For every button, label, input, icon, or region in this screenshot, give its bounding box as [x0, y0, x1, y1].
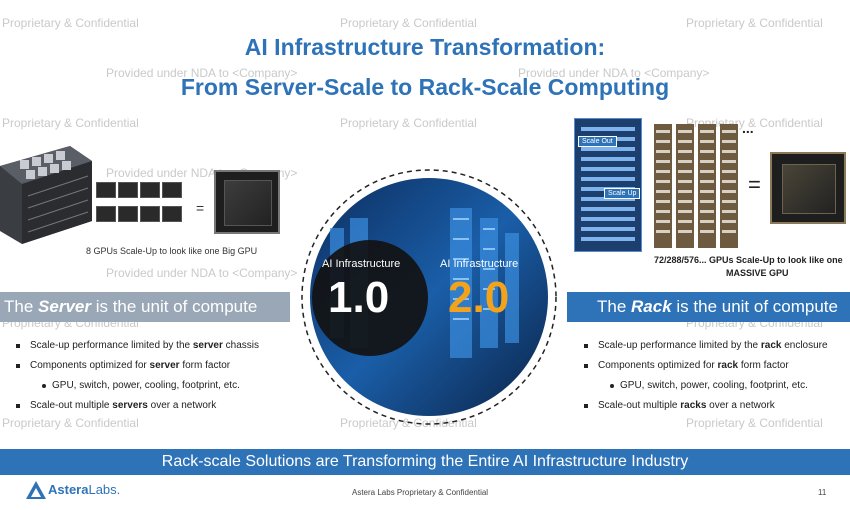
ellipsis: ...	[742, 120, 754, 136]
logo-triangle-icon	[26, 481, 46, 499]
equals-sign: =	[748, 172, 761, 197]
infra-2-label: AI Infrastructure	[440, 258, 519, 270]
scale-out-badge: Scale Out	[578, 136, 617, 147]
infra-2-value: 2.0	[448, 273, 510, 322]
rack-header: The Rack is the unit of compute	[567, 292, 850, 322]
massive-gpu-image	[770, 152, 846, 224]
list-item: Scale-out multiple racks over a network	[580, 400, 850, 412]
server-header: The Server is the unit of compute	[0, 292, 290, 322]
big-gpu-image	[214, 170, 280, 234]
racks-row-image	[654, 124, 738, 248]
slide-title-line2: From Server-Scale to Rack-Scale Computin…	[180, 74, 670, 100]
server-chassis-image	[0, 146, 92, 246]
footer-confidential: Astera Labs Proprietary & Confidential	[352, 488, 489, 497]
watermark: Proprietary & Confidential	[2, 116, 139, 130]
watermark: Proprietary & Confidential	[340, 116, 477, 130]
scale-up-badge: Scale Up	[604, 188, 641, 199]
list-item: Scale-up performance limited by the rack…	[580, 340, 850, 352]
watermark: Provided under NDA to <Company>	[106, 266, 298, 280]
server-caption: 8 GPUs Scale-Up to look like one Big GPU	[86, 246, 258, 256]
watermark: Proprietary & Confidential	[686, 16, 823, 30]
slide-title-line1: AI Infrastructure Transformation:	[244, 34, 606, 60]
infra-1-value: 1.0	[328, 273, 390, 322]
gpu-chips-grid	[96, 182, 186, 228]
list-item: GPU, switch, power, cooling, footprint, …	[12, 380, 302, 392]
watermark: Proprietary & Confidential	[2, 16, 139, 30]
infra-1-label: AI Infrastructure	[322, 258, 401, 270]
list-item: Components optimized for rack form facto…	[580, 360, 850, 372]
list-item: GPU, switch, power, cooling, footprint, …	[580, 380, 850, 392]
datacenter-circle	[300, 168, 558, 426]
list-item: Components optimized for server form fac…	[12, 360, 302, 372]
watermark: Proprietary & Confidential	[686, 416, 823, 430]
rack-bullets: Scale-up performance limited by the rack…	[580, 340, 850, 420]
watermark: Provided under NDA to <Company>	[106, 66, 298, 80]
server-bullets: Scale-up performance limited by the serv…	[12, 340, 302, 420]
list-item: Scale-up performance limited by the serv…	[12, 340, 302, 352]
watermark: Proprietary & Confidential	[2, 416, 139, 430]
watermark: Provided under NDA to <Company>	[518, 66, 710, 80]
equals-sign: =	[196, 200, 205, 216]
list-item: Scale-out multiple servers over a networ…	[12, 400, 302, 412]
page-number: 11	[818, 488, 827, 497]
bottom-banner: Rack-scale Solutions are Transforming th…	[0, 449, 850, 475]
rack-caption-line2: MASSIVE GPU	[726, 268, 789, 278]
rack-caption-line1: 72/288/576... GPUs Scale-Up to look like…	[654, 255, 843, 265]
watermark: Proprietary & Confidential	[340, 16, 477, 30]
